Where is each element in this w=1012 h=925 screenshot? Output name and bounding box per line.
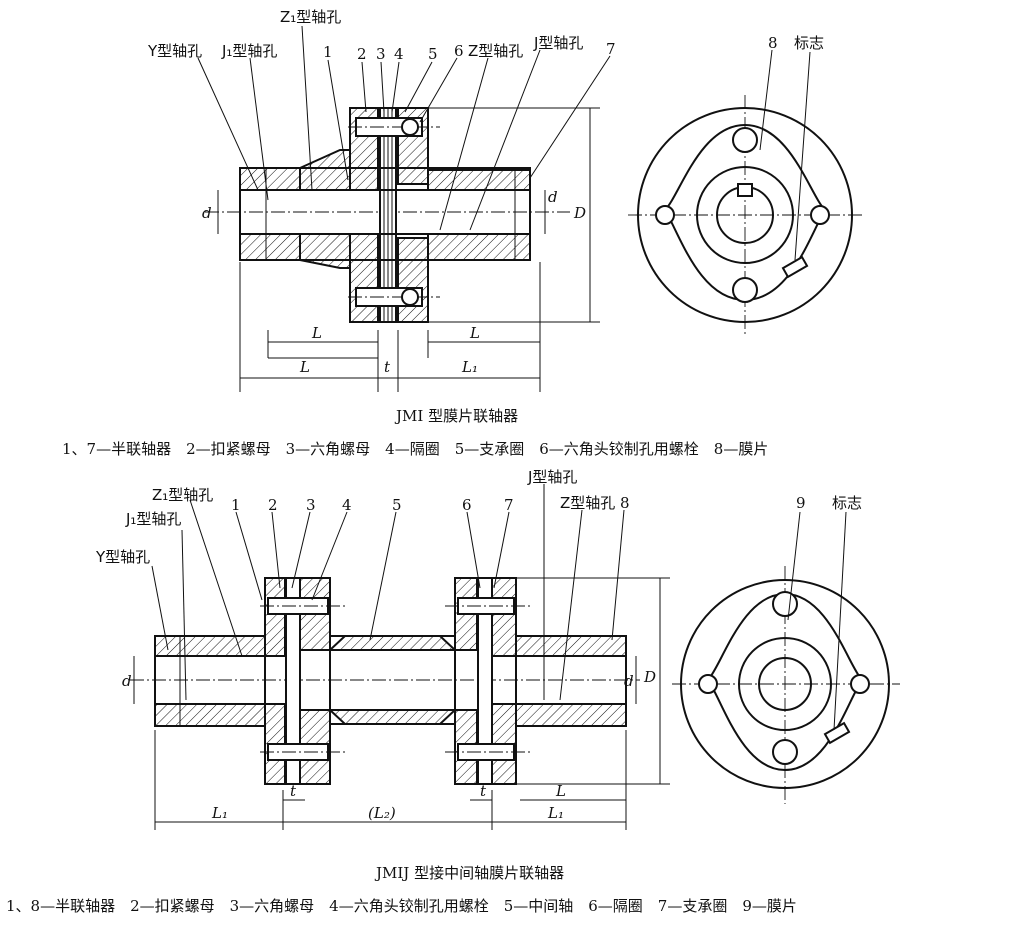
bottom-title: JMIJ 型接中间轴膜片联轴器 (376, 864, 565, 882)
top-dim-L-upper-left: L (312, 324, 322, 342)
bottom-part-4: 4 (342, 496, 352, 514)
bottom-part-8: 8 (620, 494, 630, 512)
top-bore-label-j1: J₁型轴孔 (222, 42, 278, 60)
jmij-leader-lines (151, 484, 625, 701)
bottom-bore-label-j: J型轴孔 (528, 468, 578, 486)
top-part-5: 5 (428, 45, 438, 63)
top-part-6: 6 (454, 42, 464, 60)
bottom-dim-t-left: t (290, 782, 297, 800)
top-bore-label-z: Z型轴孔 (468, 42, 524, 60)
top-dim-d-right: d (548, 188, 558, 206)
top-part-3: 3 (376, 45, 386, 63)
bottom-bore-label-z1: Z₁型轴孔 (152, 486, 214, 504)
top-bore-label-j: J型轴孔 (534, 34, 584, 52)
jmi-end-view (628, 49, 862, 335)
bottom-bore-label-z: Z型轴孔 (560, 494, 616, 512)
top-dim-D: D (574, 204, 587, 222)
top-dim-L1: L₁ (462, 358, 478, 376)
bottom-bore-label-y: Y型轴孔 (96, 548, 151, 566)
top-mark-label: 标志 (794, 34, 825, 52)
top-dim-t: t (384, 358, 391, 376)
top-part-2: 2 (357, 45, 367, 63)
top-part-1: 1 (323, 43, 333, 61)
top-part-4: 4 (394, 45, 404, 63)
bottom-bore-label-j1: J₁型轴孔 (126, 510, 182, 528)
bottom-dim-L1-right: L₁ (548, 804, 564, 822)
jmi-section-view (205, 107, 570, 323)
top-bore-label-z1: Z₁型轴孔 (280, 8, 342, 26)
bottom-part-6: 6 (462, 496, 472, 514)
bottom-part-5: 5 (392, 496, 402, 514)
bottom-legend: 1、8—半联轴器 2—扣紧螺母 3—六角螺母 4—六角头铰制孔用螺栓 5—中间轴… (6, 897, 797, 915)
bottom-dim-L2: (L₂) (368, 804, 396, 822)
bottom-dim-L1-left: L₁ (212, 804, 228, 822)
jmij-dimension-lines (133, 577, 670, 830)
bottom-dim-t-right: t (480, 782, 487, 800)
top-dim-L-lower: L (300, 358, 310, 376)
top-dim-d-left: d (202, 204, 212, 222)
top-title: JMI 型膜片联轴器 (396, 407, 519, 425)
bottom-part-9: 9 (796, 494, 806, 512)
jmi-dimension-lines (217, 107, 600, 392)
jmi-leader-lines (197, 25, 611, 231)
top-legend: 1、7—半联轴器 2—扣紧螺母 3—六角螺母 4—隔圈 5—支承圈 6—六角头铰… (62, 440, 769, 458)
top-bore-label-y: Y型轴孔 (148, 42, 203, 60)
top-part-7: 7 (606, 40, 616, 58)
bottom-part-3: 3 (306, 496, 316, 514)
top-dim-L-upper-right: L (470, 324, 480, 342)
bottom-mark-label: 标志 (832, 494, 863, 512)
top-part-8: 8 (768, 34, 778, 52)
bottom-part-2: 2 (268, 496, 278, 514)
jmij-section-view (130, 577, 640, 785)
bottom-dim-L: L (556, 782, 566, 800)
bottom-dim-d-right: d (624, 672, 634, 690)
bottom-part-1: 1 (231, 496, 241, 514)
bottom-dim-d-left: d (122, 672, 132, 690)
bottom-part-7: 7 (504, 496, 514, 514)
bottom-dim-D: D (644, 668, 657, 686)
jmij-end-view (672, 511, 900, 804)
